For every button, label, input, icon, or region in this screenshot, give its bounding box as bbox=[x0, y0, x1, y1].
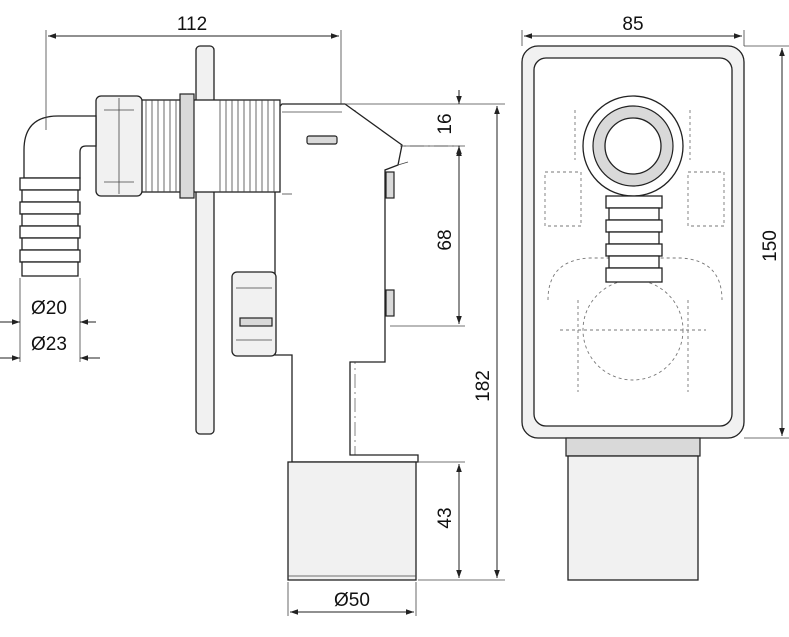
dim-label-16: 16 bbox=[435, 113, 456, 134]
dim-label-43: 43 bbox=[435, 507, 456, 528]
siphon-body bbox=[274, 103, 419, 463]
thread-lines bbox=[145, 100, 275, 192]
hidden-siphon-outline bbox=[544, 110, 725, 392]
lock-nut bbox=[179, 93, 195, 199]
dimension-labels: 112 85 16 68 43 182 150 Ø50 Ø20 Ø23 bbox=[31, 14, 781, 611]
dim-label-85: 85 bbox=[622, 14, 643, 35]
front-view bbox=[521, 30, 789, 581]
side-view bbox=[19, 30, 505, 616]
dim-label-182: 182 bbox=[473, 370, 494, 402]
dim-label-68: 68 bbox=[435, 229, 456, 250]
dim-label-50: Ø50 bbox=[334, 590, 370, 611]
outlet-pipe bbox=[287, 461, 417, 581]
dim-label-20: Ø20 bbox=[31, 298, 67, 319]
dim-label-112: 112 bbox=[177, 14, 207, 35]
dim-label-150: 150 bbox=[760, 230, 781, 262]
hose-barb bbox=[19, 177, 81, 277]
lower-union-nut bbox=[231, 271, 277, 357]
dimension-lines bbox=[0, 33, 785, 615]
front-outlet-pipe bbox=[567, 455, 699, 581]
dim-label-23: Ø23 bbox=[31, 334, 67, 355]
threaded-pipe bbox=[139, 99, 281, 193]
hose-elbow bbox=[23, 115, 97, 179]
front-outlet-collar bbox=[565, 437, 701, 457]
inlet-opening bbox=[604, 117, 662, 175]
front-hose-barb bbox=[605, 195, 663, 283]
